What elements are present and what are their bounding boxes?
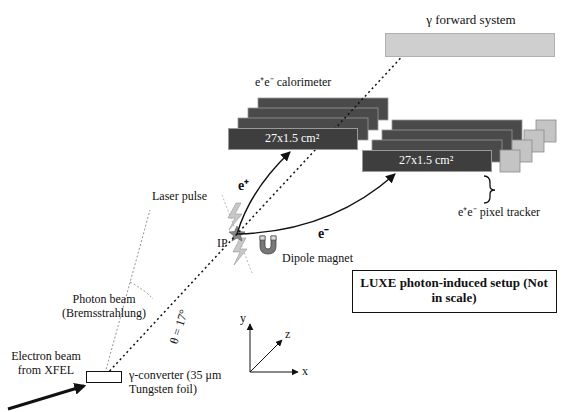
axis-label: z (285, 328, 290, 342)
ip-label: IP (217, 237, 228, 251)
z-axis (250, 340, 282, 372)
laser-bolt (233, 238, 247, 265)
node-text: 27x1.5 cm² (265, 132, 357, 146)
calorimeter-plate: 27x1.5 cm² (228, 128, 358, 150)
node-text: 27x1.5 cm² (399, 154, 491, 168)
magnet-pole (260, 236, 265, 240)
node-text: γ-converter (35 μm Tungsten foil) (129, 369, 247, 397)
magnet-pole (271, 236, 276, 240)
axis-label: y (240, 312, 246, 326)
tracker-plane (500, 150, 520, 172)
magnet-label: Dipole magnet (282, 252, 353, 266)
calorimeter-plate: 27x1.5 cm² (362, 150, 492, 172)
positron-track (237, 152, 290, 234)
electron-label: e⁻ (318, 226, 329, 242)
laser-label: Laser pulse (152, 190, 207, 204)
angle-label: θ = 17° (168, 308, 192, 346)
positron-label: e⁺ (238, 178, 249, 194)
electron-beam (8, 386, 84, 409)
title-box: LUXE photon-induced setup (Not in scale) (352, 270, 557, 313)
detector-plates (238, 98, 556, 172)
axis-label: x (302, 365, 308, 379)
beam-source-label: Electron beam from XFEL (6, 350, 86, 378)
node-text: LUXE photon-induced setup (Not in scale) (359, 276, 549, 306)
tracker-label: e⁺e⁻ pixel tracker (458, 206, 540, 220)
photon-beam-label: Photon beam (Bremsstrahlung) (58, 293, 150, 321)
calorimeter-label: e⁺e⁻ calorimeter (255, 76, 331, 90)
x-axis (250, 372, 298, 373)
y-axis (250, 324, 251, 372)
forward-system-box: γ forward system (385, 33, 555, 57)
node-text: γ forward system (386, 13, 556, 28)
dipole-magnet (260, 236, 276, 254)
photon-beam-line (110, 57, 402, 371)
converter-foil: γ-converter (35 μm Tungsten foil) (86, 371, 122, 383)
electron-track (237, 174, 395, 234)
tracker-brace (484, 176, 495, 203)
